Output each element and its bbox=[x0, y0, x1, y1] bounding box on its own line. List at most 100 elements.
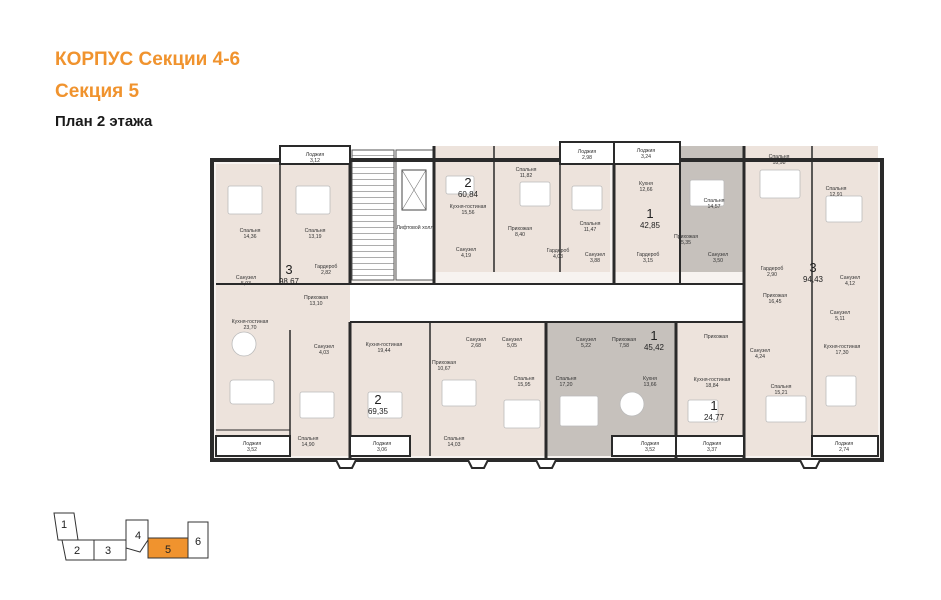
room-name: Кухня-гостиная bbox=[232, 319, 269, 325]
room-area: 2,74 bbox=[839, 447, 849, 453]
room-area: 5,35 bbox=[681, 240, 691, 246]
apt-area: 98,67 bbox=[279, 277, 300, 286]
apt-3-left-bottom[interactable] bbox=[216, 284, 350, 456]
apt-area: 42,85 bbox=[640, 221, 661, 230]
room-area: 13,66 bbox=[644, 382, 657, 388]
room-name: Лоджия bbox=[637, 148, 656, 154]
room-name: Санузел bbox=[585, 252, 605, 258]
room-area: 4,03 bbox=[319, 350, 329, 356]
section-label: 3 bbox=[105, 545, 111, 557]
room-area: 5,22 bbox=[581, 343, 591, 349]
room-name: Гардероб bbox=[637, 252, 660, 258]
room-name: Прихожая bbox=[612, 337, 636, 343]
room-area: 11,47 bbox=[584, 227, 597, 233]
section-label: 2 bbox=[74, 545, 80, 557]
section-label: 5 bbox=[165, 544, 171, 556]
apartment-labels: 3 98,67 2 60,84 1 42,85 3 94,43 2 69,35 … bbox=[279, 175, 824, 422]
room-area: 3,52 bbox=[645, 447, 655, 453]
room-name: Спальня bbox=[514, 376, 535, 382]
apt-area: 94,43 bbox=[803, 275, 824, 284]
section-title: Секция 5 bbox=[55, 81, 140, 102]
room-name: Прихожая bbox=[704, 334, 728, 340]
room-area: 15,21 bbox=[775, 390, 788, 396]
room-area: 18,84 bbox=[706, 383, 719, 389]
room-area: 4,24 bbox=[755, 354, 765, 360]
room-area: 11,82 bbox=[520, 173, 533, 179]
section-label: 6 bbox=[195, 536, 201, 548]
room-area: 15,56 bbox=[462, 210, 475, 216]
furniture bbox=[227, 169, 863, 429]
room-name: Лоджия bbox=[835, 441, 854, 447]
bay-windows bbox=[335, 459, 821, 469]
section-label: 1 bbox=[61, 519, 67, 531]
room-area: 2,98 bbox=[582, 155, 592, 161]
room-area: 3,15 bbox=[643, 258, 653, 264]
room-area: 8,40 bbox=[515, 232, 525, 238]
room-name: Гардероб bbox=[547, 248, 570, 254]
room-name: Спальня bbox=[704, 198, 725, 204]
room-name: Кухня bbox=[643, 376, 657, 382]
room-name: Гардероб bbox=[315, 264, 338, 270]
room-name: Лоджия bbox=[243, 441, 262, 447]
apt-1-bottom-dark[interactable] bbox=[546, 322, 676, 456]
apt-area: 24,77 bbox=[704, 413, 725, 422]
room-area: 5,11 bbox=[835, 316, 845, 322]
section-3[interactable] bbox=[93, 539, 127, 561]
room-area: 3,37 bbox=[707, 447, 717, 453]
apt-3-left-top[interactable] bbox=[216, 164, 350, 284]
building-title: КОРПУС Секции 4-6 bbox=[55, 49, 241, 70]
room-area: 5,93 bbox=[241, 281, 251, 287]
room-name: Прихожая bbox=[674, 234, 698, 240]
room-name: Гардероб bbox=[761, 266, 784, 272]
room-name: Санузел bbox=[236, 275, 256, 281]
room-name: Лоджия bbox=[641, 441, 660, 447]
loggias bbox=[215, 141, 879, 457]
room-name: Спальня bbox=[305, 228, 326, 234]
room-name: Прихожая bbox=[304, 295, 328, 301]
apt-1-bottom-small[interactable] bbox=[676, 322, 744, 456]
room-area: 14,90 bbox=[302, 442, 315, 448]
section-4[interactable] bbox=[125, 519, 149, 553]
room-area: 7,58 bbox=[619, 343, 629, 349]
room-name: Спальня bbox=[826, 186, 847, 192]
apt-rooms: 1 bbox=[650, 328, 657, 343]
room-area: 13,10 bbox=[310, 301, 323, 307]
room-area: 12,91 bbox=[830, 192, 843, 198]
room-area: 3,06 bbox=[377, 447, 387, 453]
section-6[interactable] bbox=[187, 521, 209, 559]
room-name: Прихожая bbox=[508, 226, 532, 232]
room-area: 18,98 bbox=[773, 160, 786, 166]
room-area: 17,20 bbox=[560, 382, 573, 388]
lift-shaft bbox=[401, 169, 427, 211]
apt-rooms: 2 bbox=[374, 392, 381, 407]
room-name: Прихожая bbox=[763, 293, 787, 299]
room-name: Кухня-гостиная bbox=[824, 344, 861, 350]
room-name: Санузел bbox=[466, 337, 486, 343]
apt-rooms: 1 bbox=[646, 206, 653, 221]
room-area: 3,52 bbox=[247, 447, 257, 453]
room-area: 2,68 bbox=[471, 343, 481, 349]
section-label: 4 bbox=[135, 530, 141, 542]
room-name: Санузел bbox=[750, 348, 770, 354]
room-area: 15,95 bbox=[518, 382, 531, 388]
floor-subtitle: План 2 этажа bbox=[55, 113, 153, 130]
room-area: 3,88 bbox=[590, 258, 600, 264]
room-name: Спальня bbox=[298, 436, 319, 442]
apt-area: 60,84 bbox=[458, 190, 479, 199]
room-name: Лоджия bbox=[703, 441, 722, 447]
room-name: Спальня bbox=[769, 154, 790, 160]
room-name: Лоджия bbox=[578, 149, 597, 155]
room-name: Санузел bbox=[708, 252, 728, 258]
room-name: Спальня bbox=[444, 436, 465, 442]
room-area: 23,70 bbox=[244, 325, 257, 331]
room-area: 4,12 bbox=[845, 281, 855, 287]
room-area: 14,36 bbox=[244, 234, 257, 240]
room-area: 2,82 bbox=[321, 270, 331, 276]
room-area: 14,03 bbox=[448, 442, 461, 448]
corridor bbox=[350, 284, 744, 322]
room-area: 12,66 bbox=[640, 187, 653, 193]
room-name: Кухня-гостиная bbox=[694, 377, 731, 383]
room-name: Санузел bbox=[456, 247, 476, 253]
room-area: 3,24 bbox=[641, 154, 651, 160]
room-area: 5,05 bbox=[507, 343, 517, 349]
